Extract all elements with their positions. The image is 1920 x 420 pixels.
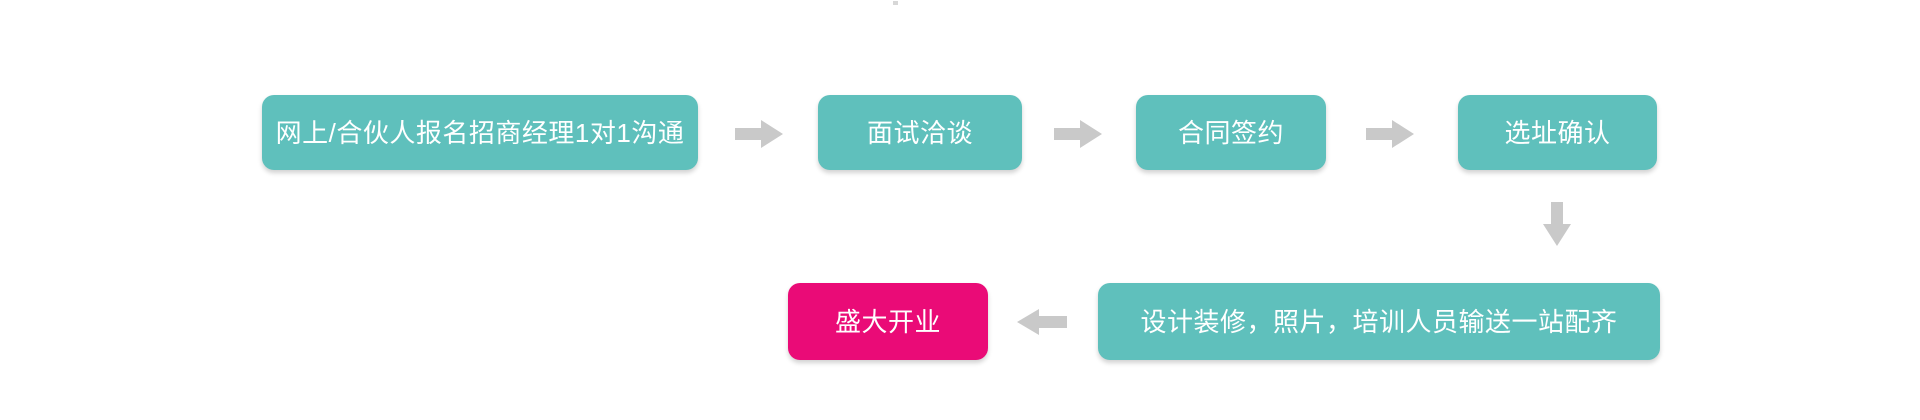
arrow-right-icon (1054, 120, 1102, 148)
flow-step-site-selection: 选址确认 (1458, 95, 1657, 170)
flow-step-label: 选址确认 (1504, 117, 1611, 148)
page-top-dot (893, 1, 898, 5)
flow-step-interview: 面试洽谈 (818, 95, 1022, 170)
flow-step-label: 网上/合伙人报名招商经理1对1沟通 (275, 117, 685, 148)
flow-step-label: 合同签约 (1177, 117, 1284, 148)
arrow-right-icon (1366, 120, 1414, 148)
flow-step-grand-opening: 盛大开业 (788, 283, 988, 360)
arrow-down-icon (1543, 202, 1571, 246)
flow-step-label: 盛大开业 (834, 306, 941, 337)
flow-step-label: 设计装修，照片，培训人员输送一站配齐 (1140, 306, 1618, 337)
flow-step-contract: 合同签约 (1136, 95, 1326, 170)
flow-step-label: 面试洽谈 (866, 117, 973, 148)
arrow-left-icon (1017, 309, 1067, 335)
arrow-right-icon (735, 120, 783, 148)
flow-step-preparation: 设计装修，照片，培训人员输送一站配齐 (1098, 283, 1660, 360)
flow-step-signup: 网上/合伙人报名招商经理1对1沟通 (262, 95, 698, 170)
